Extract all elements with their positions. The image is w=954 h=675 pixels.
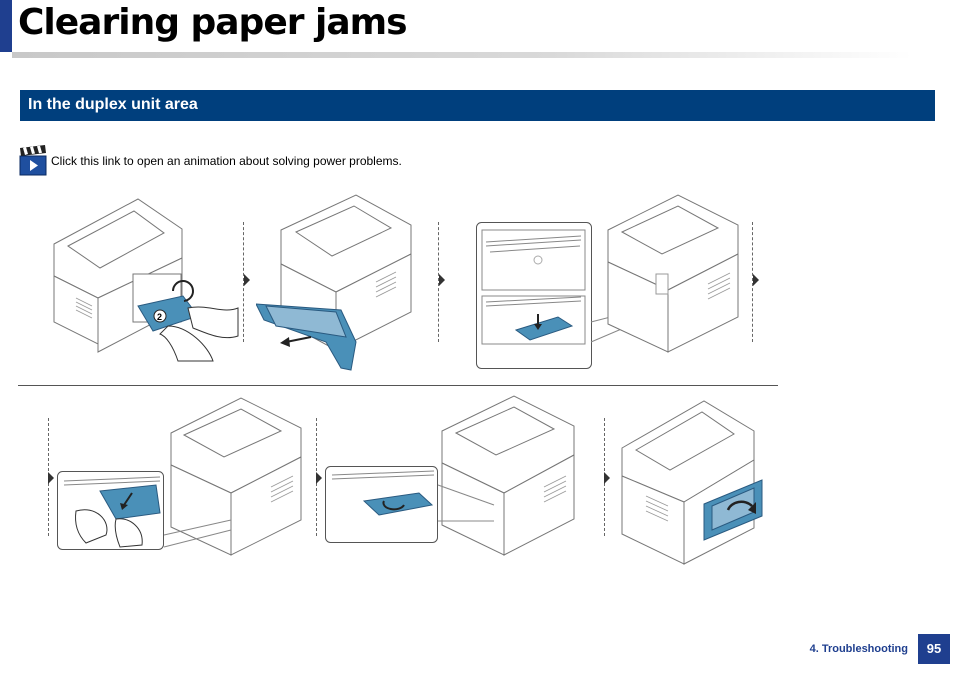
step1-number-2: 2 [157, 312, 162, 322]
triangle-right-icon [604, 472, 610, 484]
page-title: Clearing paper jams [18, 2, 408, 43]
animation-link[interactable]: Click this link to open an animation abo… [19, 145, 402, 177]
step2-illustration [256, 194, 412, 371]
triangle-right-icon [316, 472, 322, 484]
step1-illustration: 2 [53, 198, 239, 362]
footer-chapter: 4. Troubleshooting [809, 643, 908, 655]
title-rule [12, 52, 912, 58]
triangle-right-icon [439, 274, 445, 286]
triangle-right-icon [48, 472, 54, 484]
step6-illustration [621, 400, 763, 565]
step-separator [752, 222, 753, 342]
animation-link-text[interactable]: Click this link to open an animation abo… [51, 154, 402, 168]
step-separator [243, 222, 244, 342]
step3-illustration [476, 222, 639, 369]
step-separator [438, 222, 439, 342]
clapperboard-play-icon[interactable] [19, 145, 47, 177]
step4-illustration [57, 397, 302, 556]
step5-illustration [325, 395, 575, 556]
page-number: 95 [918, 634, 950, 664]
row-divider [18, 385, 778, 386]
step3-printer-illustration [607, 194, 739, 353]
title-accent-bar [0, 0, 12, 52]
section-header: In the duplex unit area [20, 90, 935, 121]
triangle-right-icon [244, 274, 250, 286]
triangle-right-icon [753, 274, 759, 286]
